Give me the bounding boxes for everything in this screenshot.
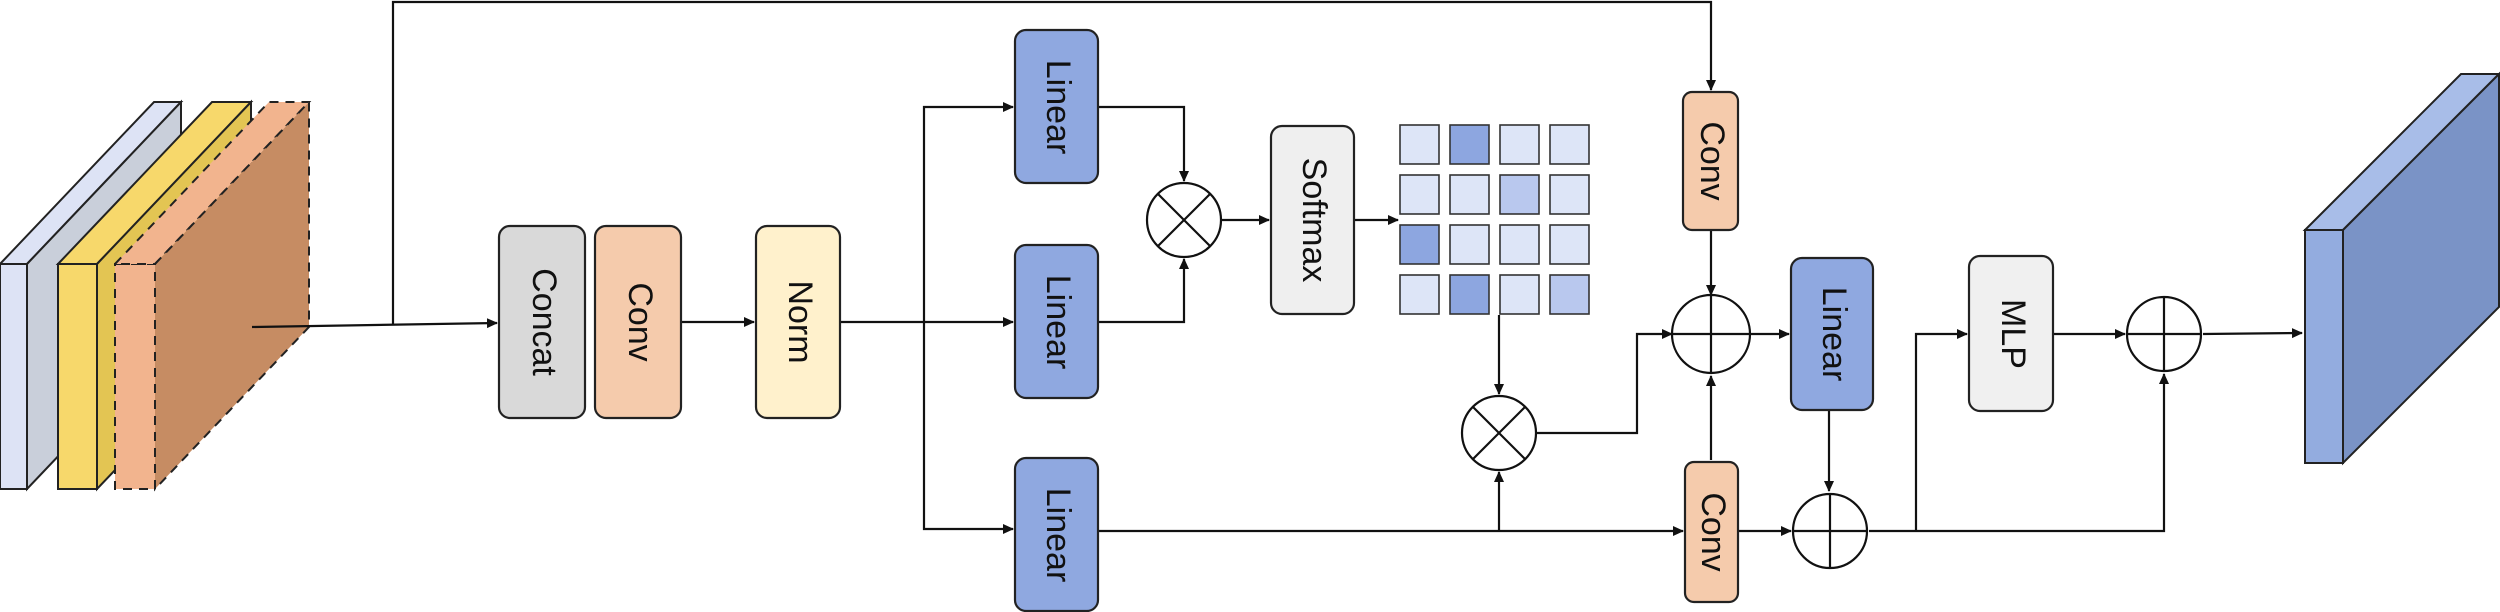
attention-cell (1499, 224, 1540, 265)
linear-block-top: Linear (1013, 28, 1100, 185)
add-icon (2125, 295, 2203, 373)
norm-label: Norm (781, 280, 819, 363)
linear-bottom-label: Linear (1039, 488, 1077, 583)
softmax-label: Softmax (1295, 158, 1333, 283)
linear-block-bottom: Linear (1013, 456, 1100, 612)
multiply-icon (1460, 394, 1538, 472)
conv-block-bottom: Conv (1683, 460, 1740, 604)
linear-mid-label: Linear (1039, 275, 1077, 370)
attention-matrix (1399, 124, 1590, 315)
softmax-block: Softmax (1269, 124, 1356, 316)
attention-cell (1499, 274, 1540, 315)
concat-label: Concat (525, 268, 563, 376)
input-layer-3-dashed (112, 99, 312, 492)
attention-cell (1399, 224, 1440, 265)
attention-cell (1399, 274, 1440, 315)
attention-cell (1549, 174, 1590, 215)
conv-block-input: Conv (593, 224, 683, 420)
linear-right-label: Linear (1815, 287, 1853, 382)
input-feature-stack (0, 99, 312, 492)
attention-cell (1549, 274, 1590, 315)
conv-bottom-label: Conv (1694, 492, 1732, 571)
attention-cell (1549, 224, 1590, 265)
attention-cell (1449, 124, 1490, 165)
attention-cell (1499, 174, 1540, 215)
concat-block: Concat (497, 224, 587, 420)
conv-top-label: Conv (1693, 121, 1731, 200)
attention-cell (1549, 124, 1590, 165)
attention-cell (1399, 174, 1440, 215)
multiply-icon (1145, 181, 1223, 259)
norm-block: Norm (754, 224, 842, 420)
attention-cell (1499, 124, 1540, 165)
attention-cell (1449, 274, 1490, 315)
linear-top-label: Linear (1039, 60, 1077, 155)
attention-cell (1399, 124, 1440, 165)
connections (251, 0, 2303, 536)
add-icon (1670, 293, 1752, 375)
mlp-block: MLP (1967, 254, 2055, 413)
add-icon (1791, 492, 1869, 570)
attention-cell (1449, 174, 1490, 215)
mlp-label: MLP (1994, 299, 2032, 369)
linear-block-mid: Linear (1013, 243, 1100, 400)
output-feature-map (2302, 71, 2500, 466)
conv-block-top: Conv (1681, 90, 1740, 232)
linear-block-right: Linear (1789, 256, 1875, 412)
conv-input-label: Conv (621, 282, 659, 361)
attention-cell (1449, 224, 1490, 265)
